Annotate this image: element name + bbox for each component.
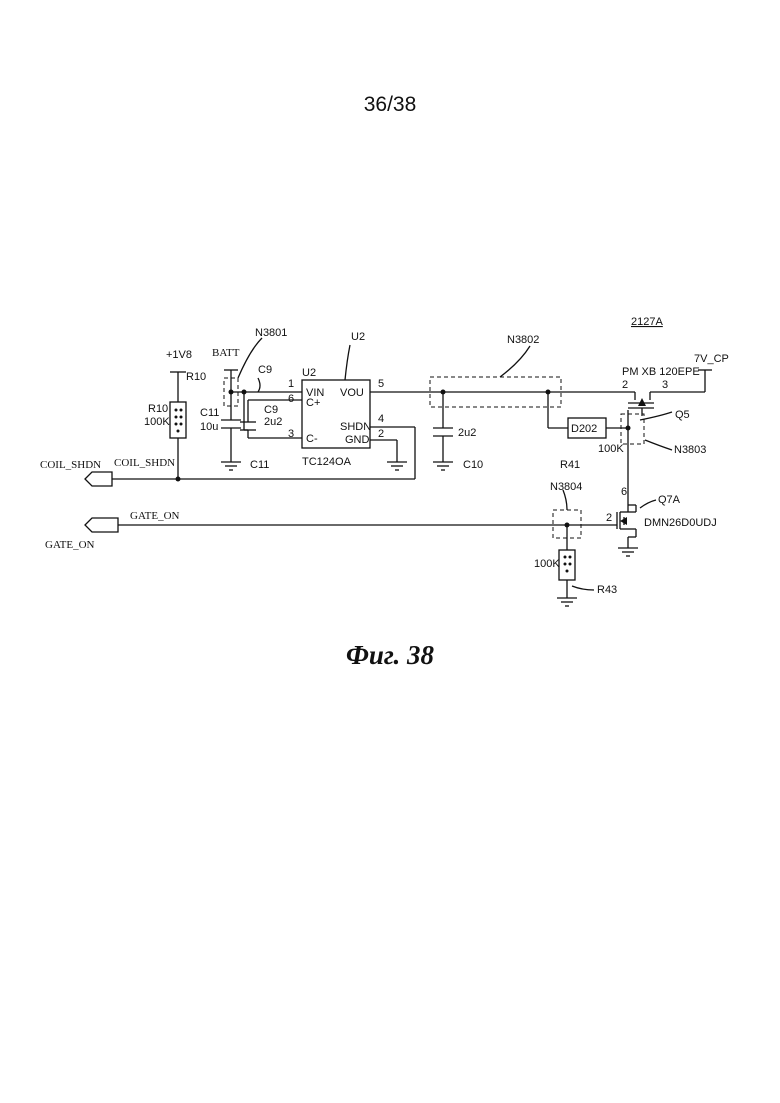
u2-ref-label: U2 xyxy=(302,367,316,379)
c10-capacitor-plates xyxy=(433,428,453,436)
n3803-callout-leader xyxy=(645,440,672,450)
u2-pin-3-number: 3 xyxy=(288,428,294,440)
block-label: 2127A xyxy=(631,316,663,328)
c9-value-label: 2u2 xyxy=(264,416,282,428)
r41-ref-label: R41 xyxy=(560,459,580,471)
figure-caption: Фиг. 38 xyxy=(0,640,780,671)
r43-callout-leader xyxy=(572,586,594,590)
c9-callout-leader xyxy=(258,378,260,392)
n3802-callout-leader xyxy=(500,346,530,377)
q7a-pin-6-number: 6 xyxy=(621,486,627,498)
u2-part-label: TC124OA xyxy=(302,456,352,468)
gate-on-port-icon xyxy=(85,518,118,532)
q5-pin-2-number: 2 xyxy=(622,379,628,391)
c10-value-label: 2u2 xyxy=(458,427,476,439)
wires xyxy=(112,370,712,598)
ground-icon xyxy=(387,462,407,470)
q7a-pin-2-number: 2 xyxy=(606,512,612,524)
n3802-label: N3802 xyxy=(507,334,539,346)
q7a-part-label: DMN26D0UDJ xyxy=(644,517,717,529)
q5-part-label: PM XB 120EPE xyxy=(622,366,700,378)
u2-callout-label: U2 xyxy=(351,331,365,343)
out-7v-label: 7V_CP xyxy=(694,353,729,365)
gate-on-net-label: GATE_ON xyxy=(130,510,180,522)
r10-resistor-body xyxy=(170,402,186,438)
ground-icon xyxy=(557,598,577,606)
c11-ref-label: C11 xyxy=(200,407,219,419)
r43-resistor-body xyxy=(559,550,575,580)
r41-value-label: 100K xyxy=(598,443,624,455)
n3804-callout-leader xyxy=(563,490,567,510)
u2-pin-vou-label: VOU xyxy=(340,387,364,399)
q5-callout-leader xyxy=(640,412,672,420)
r10-ref-top-label: R10 xyxy=(186,371,206,383)
r10-ref-label: R10 xyxy=(148,403,168,415)
c11-ref-bottom-label: C11 xyxy=(250,459,269,471)
coil-shdn-net-label: COIL_SHDN xyxy=(114,457,175,469)
u2-pin-shdn-label: SHDN xyxy=(340,421,371,433)
ground-icon xyxy=(433,462,453,470)
supply-1v8-label: +1V8 xyxy=(166,349,192,361)
q5-arrow-icon xyxy=(638,398,646,406)
r10-value-label: 100K xyxy=(144,416,170,428)
q7a-callout-leader xyxy=(640,500,656,508)
c9-ref-top-label: C9 xyxy=(258,364,272,376)
u2-pin-gnd-label: GND xyxy=(345,434,370,446)
n3801-label: N3801 xyxy=(255,327,287,339)
coil-shdn-port-label: COIL_SHDN xyxy=(40,459,101,471)
ground-icon xyxy=(221,462,241,470)
r43-value-label: 100K xyxy=(534,558,560,570)
n3803-label: N3803 xyxy=(674,444,706,456)
u2-pin-5-number: 5 xyxy=(378,378,384,390)
u2-pin-cminus-label: C- xyxy=(306,433,318,445)
u2-pin-1-number: 1 xyxy=(288,378,294,390)
ground-icon xyxy=(618,548,638,556)
d202-ref-label: D202 xyxy=(571,423,597,435)
n3803-box xyxy=(621,414,644,444)
c11-value-label: 10u xyxy=(200,421,218,433)
q5-ref-label: Q5 xyxy=(675,409,690,421)
batt-label: BATT xyxy=(212,347,240,359)
u2-pin-6-number: 6 xyxy=(288,393,294,405)
u2-pin-2-number: 2 xyxy=(378,428,384,440)
u2-pin-4-number: 4 xyxy=(378,413,384,425)
u2-pin-cplus-label: C+ xyxy=(306,397,320,409)
c10-ref-label: C10 xyxy=(463,459,483,471)
n3804-label: N3804 xyxy=(550,481,582,493)
gate-on-port-label: GATE_ON xyxy=(45,539,95,551)
q7a-ref-label: Q7A xyxy=(658,494,681,506)
r43-ref-label: R43 xyxy=(597,584,617,596)
q5-pin-3-number: 3 xyxy=(662,379,668,391)
c9-capacitor-plates xyxy=(240,422,256,430)
c11-capacitor-plates xyxy=(221,420,241,428)
coil-shdn-port-icon xyxy=(85,472,112,486)
u2-callout-leader xyxy=(345,345,350,380)
c9-ref-label: C9 xyxy=(264,404,278,416)
